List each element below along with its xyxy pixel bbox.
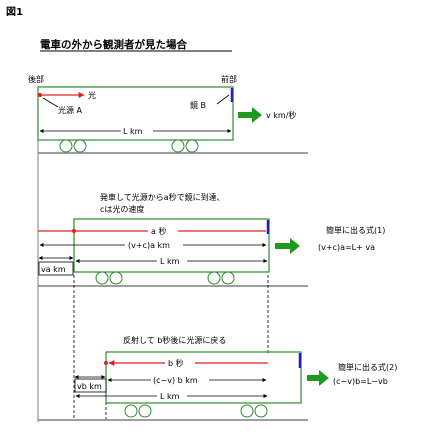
light-source-bottom [104, 361, 108, 365]
light-dist-label-middle: (v+c)a km [128, 241, 170, 250]
length-label-bg [157, 255, 187, 266]
source-label: 光源 A [58, 105, 83, 115]
wheel [109, 271, 123, 285]
wheel [254, 404, 268, 418]
shift-label-middle: va km [41, 265, 66, 274]
eq1: (v+c)a=L+ va [318, 243, 375, 252]
wheel [185, 139, 199, 153]
motion-arrow-bottom [307, 370, 329, 386]
wheel [240, 404, 254, 418]
length-label-bottom: L km [160, 392, 180, 401]
length-label-bg [121, 125, 153, 136]
wheel [73, 139, 87, 153]
wheel [59, 139, 73, 153]
wheel [138, 404, 152, 418]
front-label: 前部 [221, 74, 237, 84]
bottom-caption: 反射して b秒後に光源に戻る [123, 335, 226, 345]
time-label-a: a 秒 [151, 226, 166, 236]
middle-caption-2: cは光の速度 [100, 204, 144, 214]
shift-label-bottom: vb km [77, 382, 102, 391]
eq2-title: 簡単に出る式(2) [338, 362, 397, 372]
light-source-top [38, 93, 42, 97]
time-label-b: b 秒 [168, 358, 184, 368]
shift-box-middle [38, 261, 74, 276]
wheel [124, 404, 138, 418]
motion-arrow-top [238, 107, 262, 123]
mirror-label: 鏡 B [190, 100, 206, 110]
length-label-bg [157, 390, 187, 401]
light-dist-bg [151, 374, 209, 385]
source-pointer [42, 97, 59, 108]
wheel [95, 271, 109, 285]
mirror-pointer [216, 94, 230, 105]
light-dist-label-bottom: (c−v) b km [153, 376, 198, 385]
light-dist-bg [125, 239, 183, 250]
eq1-title: 簡単に出る式(1) [326, 225, 385, 235]
train-bottom [105, 351, 302, 404]
wheel [221, 271, 235, 285]
light-label: 光 [88, 90, 96, 100]
figure-label: 図1 [6, 6, 23, 18]
wheel [171, 139, 185, 153]
heading: 電車の外から観測者が見た場合 [40, 38, 187, 51]
train-top [37, 86, 234, 141]
velocity-label: v km/秒 [266, 110, 296, 120]
rear-label: 後部 [28, 74, 44, 84]
length-label-top: L km [123, 127, 143, 136]
middle-caption-1: 発車して光源からa秒で鏡に到達、 [100, 192, 225, 202]
time-label-bg [148, 225, 178, 236]
light-source-middle [72, 229, 76, 233]
shift-box-bottom [74, 378, 107, 393]
motion-arrow-middle [275, 238, 300, 254]
wheel [207, 271, 221, 285]
eq2: (c−v)b=L−vb [333, 377, 388, 386]
length-label-middle: L km [160, 257, 180, 266]
time-label-bg [165, 357, 195, 368]
